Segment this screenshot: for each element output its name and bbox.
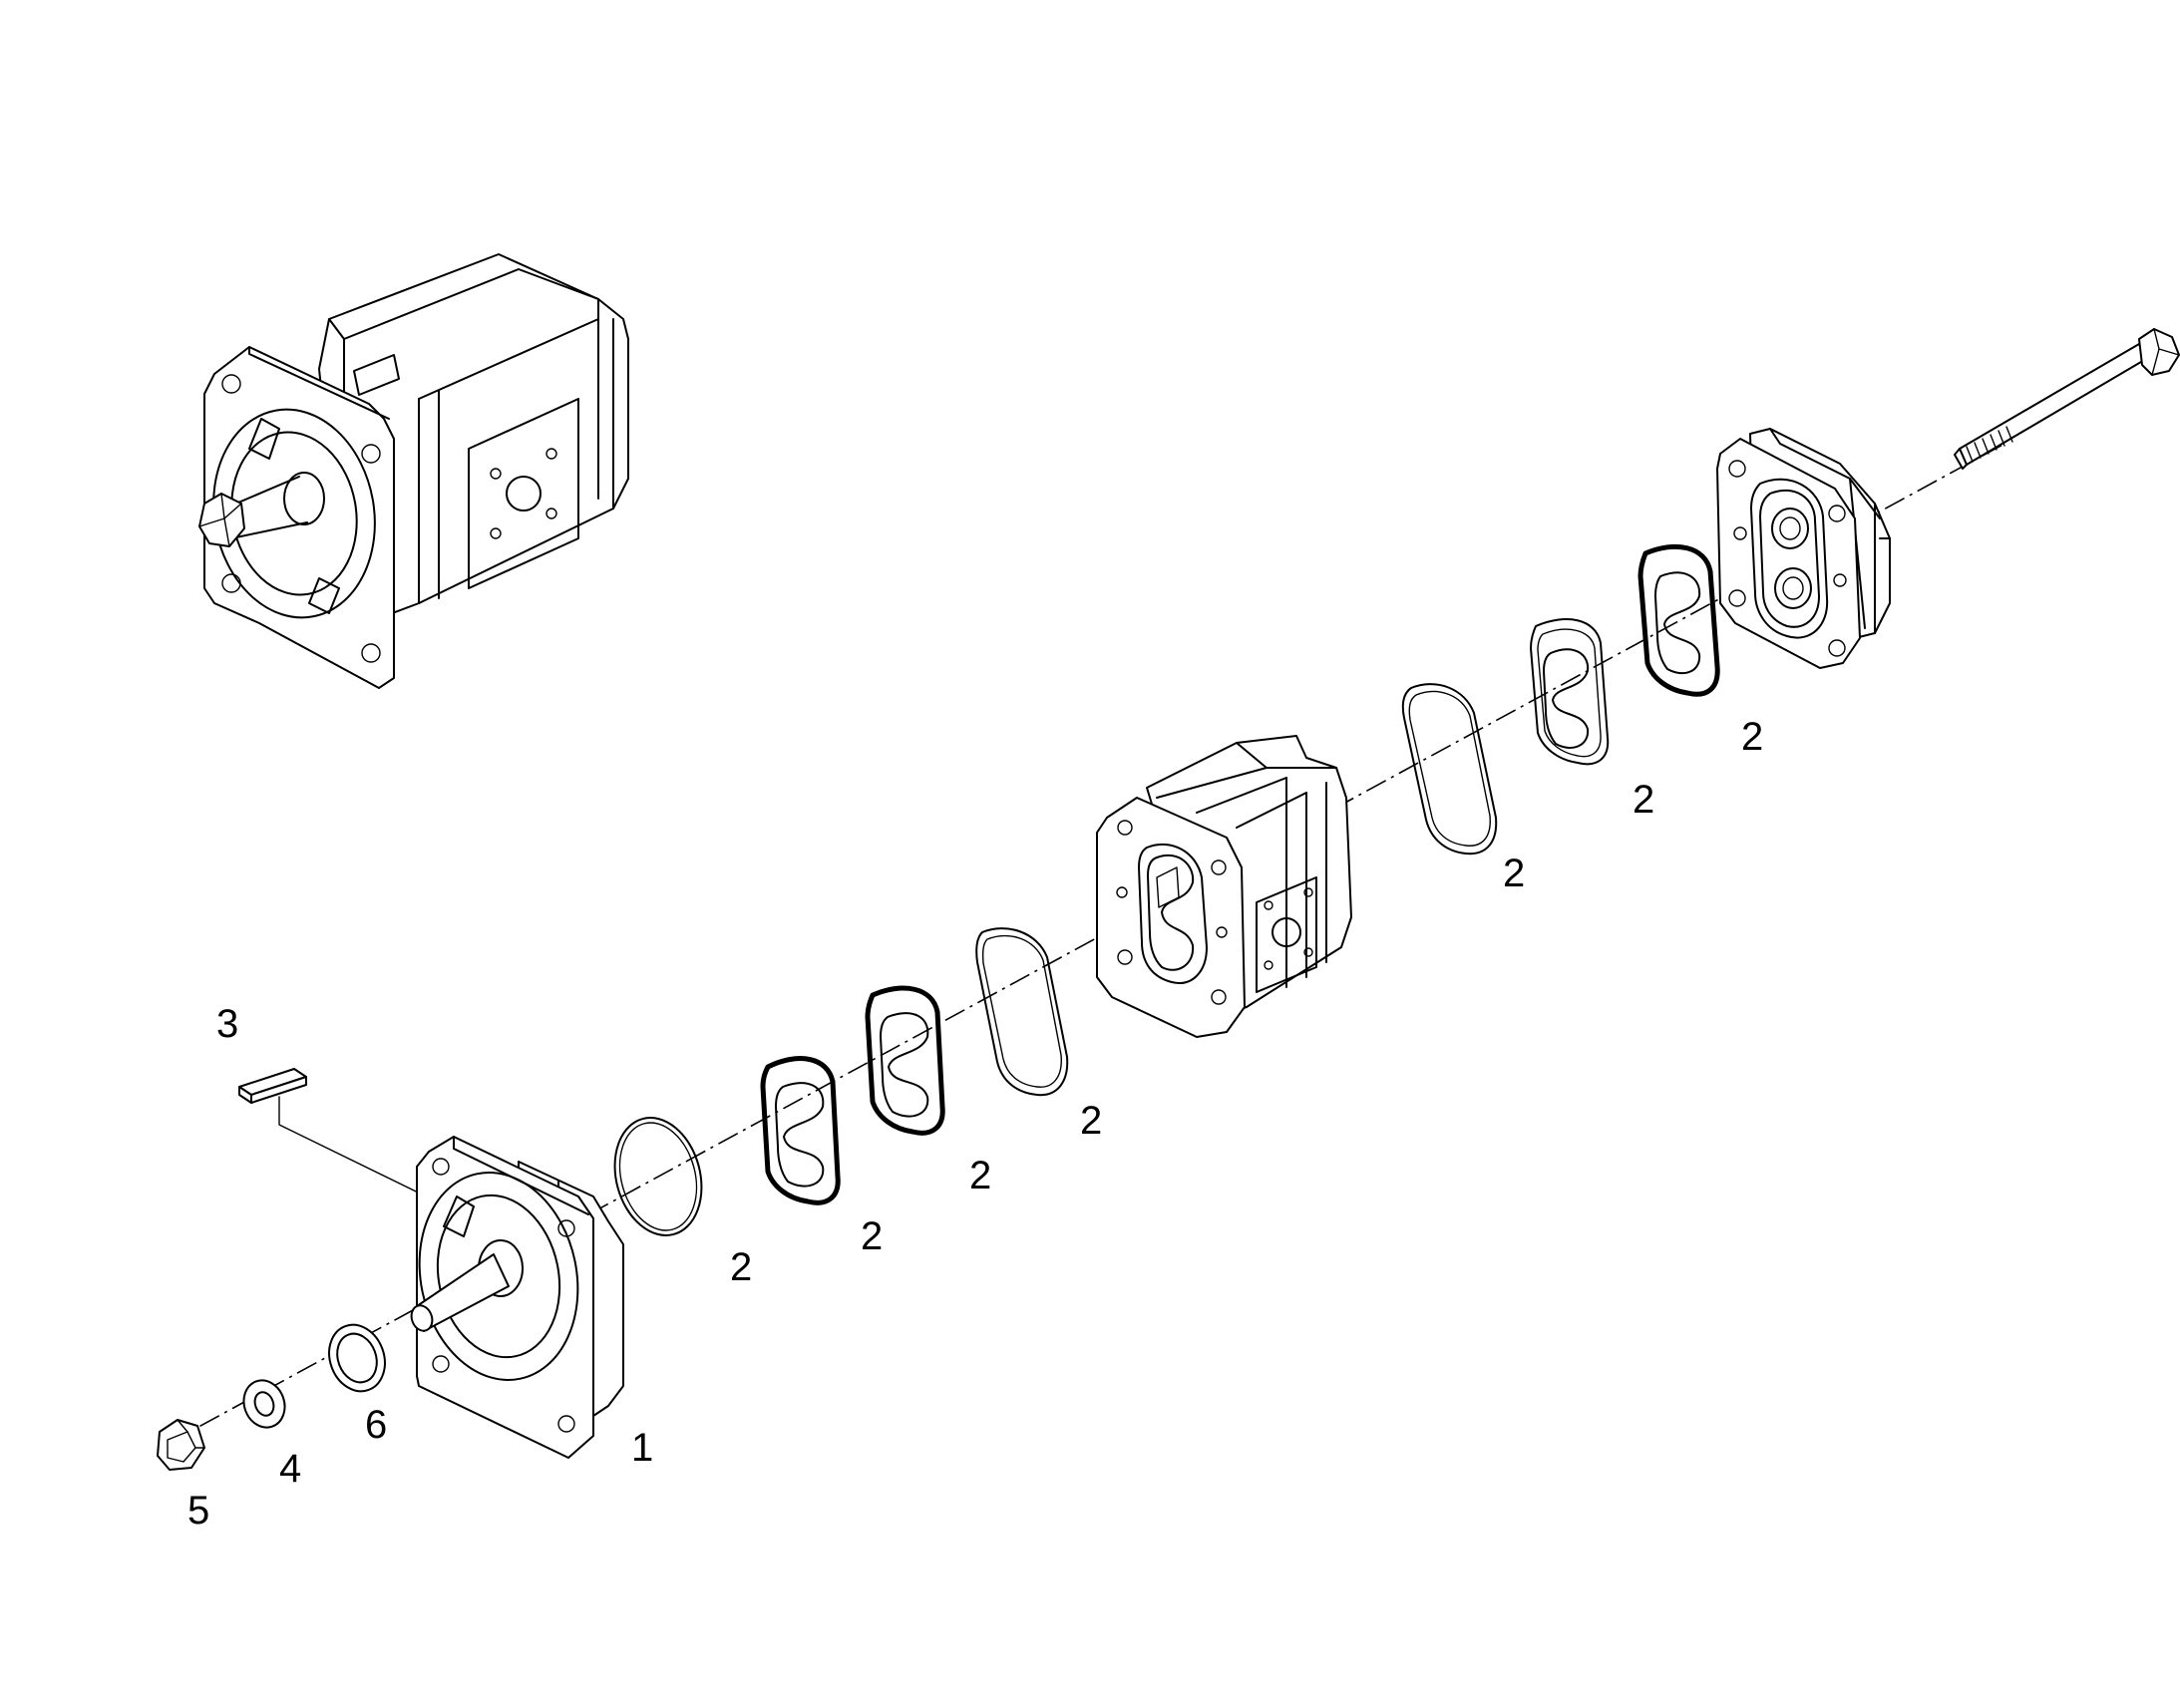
- callout-2-g: 2: [1741, 715, 1763, 759]
- callout-6: 6: [365, 1403, 387, 1447]
- callout-5: 5: [187, 1489, 209, 1533]
- figure-eight-seal-1: [760, 1056, 841, 1205]
- figure-eight-seal-3: [1530, 618, 1610, 766]
- callout-2-c: 2: [969, 1154, 991, 1197]
- front-flange-part-1: [410, 1136, 624, 1459]
- callout-3: 3: [216, 1002, 238, 1046]
- callout-2-e: 2: [1503, 852, 1525, 895]
- seal-ring-part-6: [328, 1323, 386, 1393]
- bolt: [1954, 328, 2180, 470]
- figure-eight-seal-4: [1637, 543, 1720, 697]
- callout-4: 4: [279, 1447, 301, 1491]
- gear-housing: [1096, 735, 1352, 1038]
- o-ring-2: [975, 927, 1069, 1097]
- figure-eight-seal-2: [865, 985, 945, 1136]
- assembled-pump: [198, 253, 629, 689]
- hex-nut-part-5: [157, 1419, 205, 1471]
- callout-2-b: 2: [861, 1214, 883, 1258]
- key-part-3: [238, 1068, 452, 1209]
- callout-1: 1: [631, 1426, 653, 1470]
- rear-cover: [1716, 428, 1891, 669]
- o-ring-1: [613, 1117, 703, 1236]
- callout-2-f: 2: [1633, 778, 1654, 822]
- callout-2-d: 2: [1080, 1099, 1102, 1143]
- washer-part-4: [242, 1379, 286, 1429]
- callout-2-a: 2: [730, 1245, 752, 1289]
- o-ring-3: [1401, 683, 1498, 855]
